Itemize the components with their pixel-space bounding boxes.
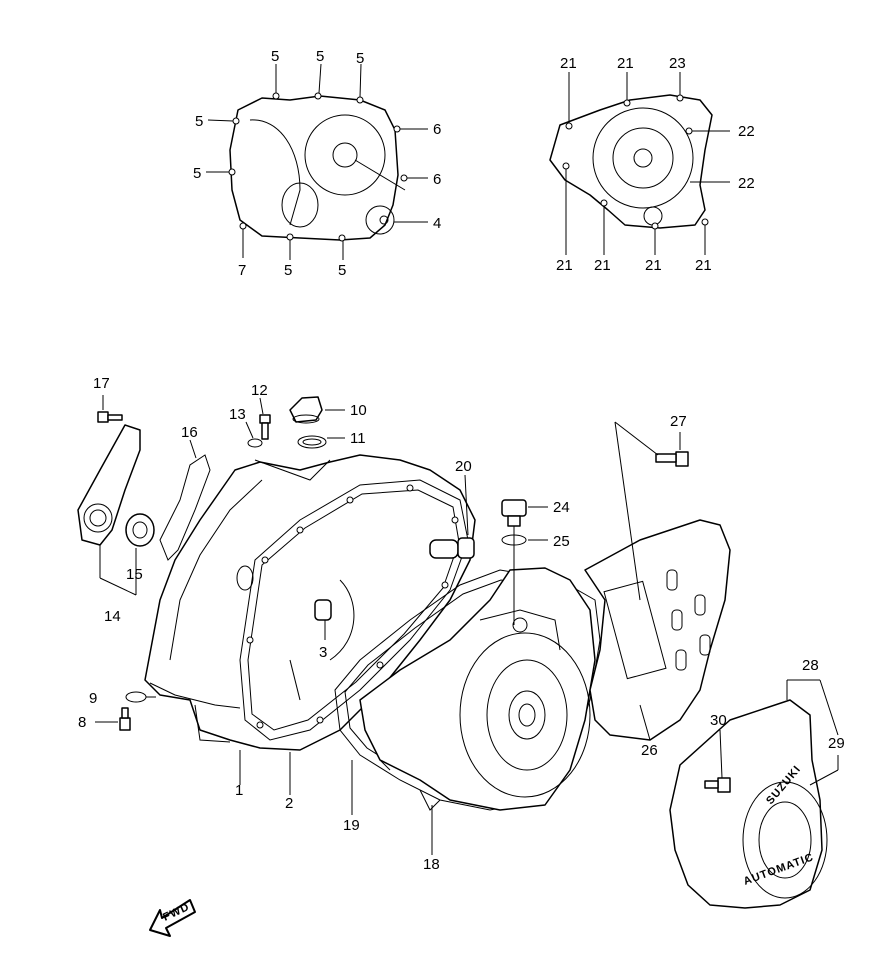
- callout-11: 11: [350, 430, 366, 447]
- callout-15: 15: [126, 566, 143, 583]
- callout-27: 27: [670, 413, 687, 430]
- magneto-cover-leaders: [565, 72, 730, 255]
- bracket-14: [77, 424, 141, 546]
- callout-5-e: 5: [193, 165, 201, 182]
- washer-13: [247, 438, 263, 448]
- callout-20: 20: [455, 458, 472, 475]
- callout-12: 12: [251, 382, 268, 399]
- callout-21-a: 21: [560, 55, 577, 72]
- callout-5-d: 5: [195, 113, 203, 130]
- callout-1: 1: [235, 782, 243, 799]
- cvt-outer-cover: SUZUKI AUTOMATIC: [669, 699, 828, 909]
- magneto-cover-outline: [549, 94, 713, 230]
- callout-26: 26: [641, 742, 658, 759]
- clutch-cover-outline: [228, 92, 408, 242]
- callout-10: 10: [350, 402, 367, 419]
- callout-23: 23: [669, 55, 686, 72]
- callout-13: 13: [229, 406, 246, 423]
- callout-21-b: 21: [617, 55, 634, 72]
- callout-22-b: 22: [738, 175, 755, 192]
- callout-2: 2: [285, 795, 293, 812]
- bolt-17: [97, 411, 123, 423]
- callout-17: 17: [93, 375, 110, 392]
- callout-5-c: 5: [356, 50, 364, 67]
- callout-5-a: 5: [271, 48, 279, 65]
- washer-9: [125, 691, 147, 703]
- callout-22-a: 22: [738, 123, 755, 140]
- callout-5-g: 5: [338, 262, 346, 279]
- callout-30: 30: [710, 712, 727, 729]
- callout-21-d: 21: [594, 257, 611, 274]
- callout-21-e: 21: [645, 257, 662, 274]
- fwd-arrow-icon: FWD: [149, 899, 196, 937]
- bolt-12: [259, 414, 271, 440]
- callout-14: 14: [104, 608, 121, 625]
- callout-3: 3: [319, 644, 327, 661]
- oil-filler-cap-10: [289, 396, 323, 424]
- callout-24: 24: [553, 499, 570, 516]
- callout-9: 9: [89, 690, 97, 707]
- bolt-27: [655, 451, 689, 467]
- callout-labels: 5 5 5 5 5 7 5 5 6 6 4 21 21 23 22 22 21 …: [78, 48, 845, 873]
- gasket-16: [159, 454, 211, 561]
- callout-16: 16: [181, 424, 198, 441]
- bearing-15: [125, 513, 155, 547]
- callout-6-b: 6: [433, 171, 441, 188]
- callout-29: 29: [828, 735, 845, 752]
- callout-5-b: 5: [316, 48, 324, 65]
- o-ring-11: [297, 435, 327, 449]
- callout-25: 25: [553, 533, 570, 550]
- callout-21-c: 21: [556, 257, 573, 274]
- bolt-30: [704, 777, 731, 793]
- callout-7: 7: [238, 262, 246, 279]
- callout-19: 19: [343, 817, 360, 834]
- callout-8: 8: [78, 714, 86, 731]
- callout-18: 18: [423, 856, 440, 873]
- callout-4: 4: [433, 215, 441, 232]
- plug-24: [501, 499, 527, 527]
- callout-28: 28: [802, 657, 819, 674]
- clutch-cover-leaders: [206, 63, 428, 260]
- outer-housing-26: [584, 519, 731, 741]
- bolt-8: [119, 707, 131, 731]
- callout-6-a: 6: [433, 121, 441, 138]
- main-leaders: [95, 395, 839, 855]
- callout-5-f: 5: [284, 262, 292, 279]
- callout-21-f: 21: [695, 257, 712, 274]
